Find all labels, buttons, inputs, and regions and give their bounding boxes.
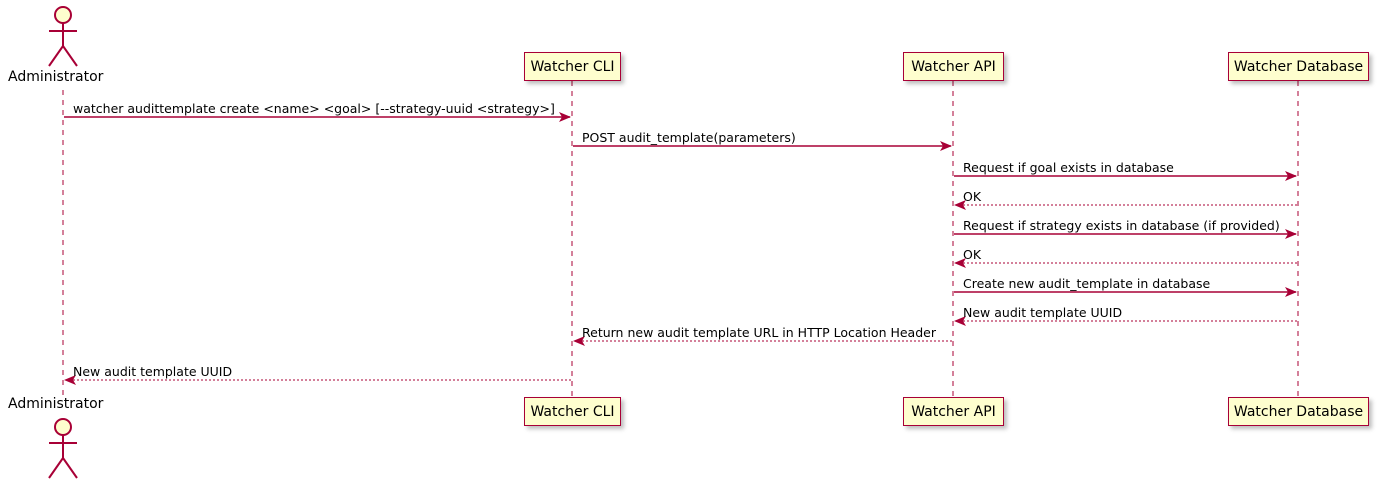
- participant-watcher-api-bottom[interactable]: Watcher API: [903, 397, 1004, 426]
- actor-figure-administrator-bottom: [48, 418, 78, 479]
- message-label-9: Return new audit template URL in HTTP Lo…: [582, 325, 936, 340]
- actor-figure-administrator-top: [48, 6, 78, 67]
- participant-label: Watcher API: [911, 58, 996, 75]
- message-label-10: New audit template UUID: [73, 364, 233, 379]
- participant-watcher-cli-top[interactable]: Watcher CLI: [524, 52, 621, 81]
- actor-label-administrator-top: Administrator: [8, 69, 104, 85]
- participant-watcher-cli-bottom[interactable]: Watcher CLI: [524, 397, 621, 426]
- participant-label: Watcher Database: [1233, 403, 1364, 420]
- participant-label: Watcher API: [911, 403, 996, 420]
- message-label-1: watcher audittemplate create <name> <goa…: [73, 101, 555, 116]
- message-label-6: OK: [963, 247, 982, 262]
- participant-label: Watcher CLI: [530, 403, 615, 420]
- message-arrows-group: [64, 112, 1297, 385]
- message-label-4: OK: [963, 189, 982, 204]
- lifelines-group: [62, 81, 1299, 397]
- message-label-7: Create new audit_template in database: [963, 276, 1211, 291]
- actor-label-administrator-bottom: Administrator: [8, 396, 104, 412]
- participant-label: Watcher CLI: [530, 58, 615, 75]
- message-label-2: POST audit_template(parameters): [582, 130, 796, 145]
- message-label-8: New audit template UUID: [963, 305, 1123, 320]
- participant-label: Watcher Database: [1233, 58, 1364, 75]
- participant-watcher-database-top[interactable]: Watcher Database: [1228, 52, 1369, 81]
- message-label-5: Request if strategy exists in database (…: [963, 218, 1280, 233]
- participant-watcher-api-top[interactable]: Watcher API: [903, 52, 1004, 81]
- message-label-3: Request if goal exists in database: [963, 160, 1174, 175]
- participant-watcher-database-bottom[interactable]: Watcher Database: [1228, 397, 1369, 426]
- actor-figures-group: [48, 6, 78, 479]
